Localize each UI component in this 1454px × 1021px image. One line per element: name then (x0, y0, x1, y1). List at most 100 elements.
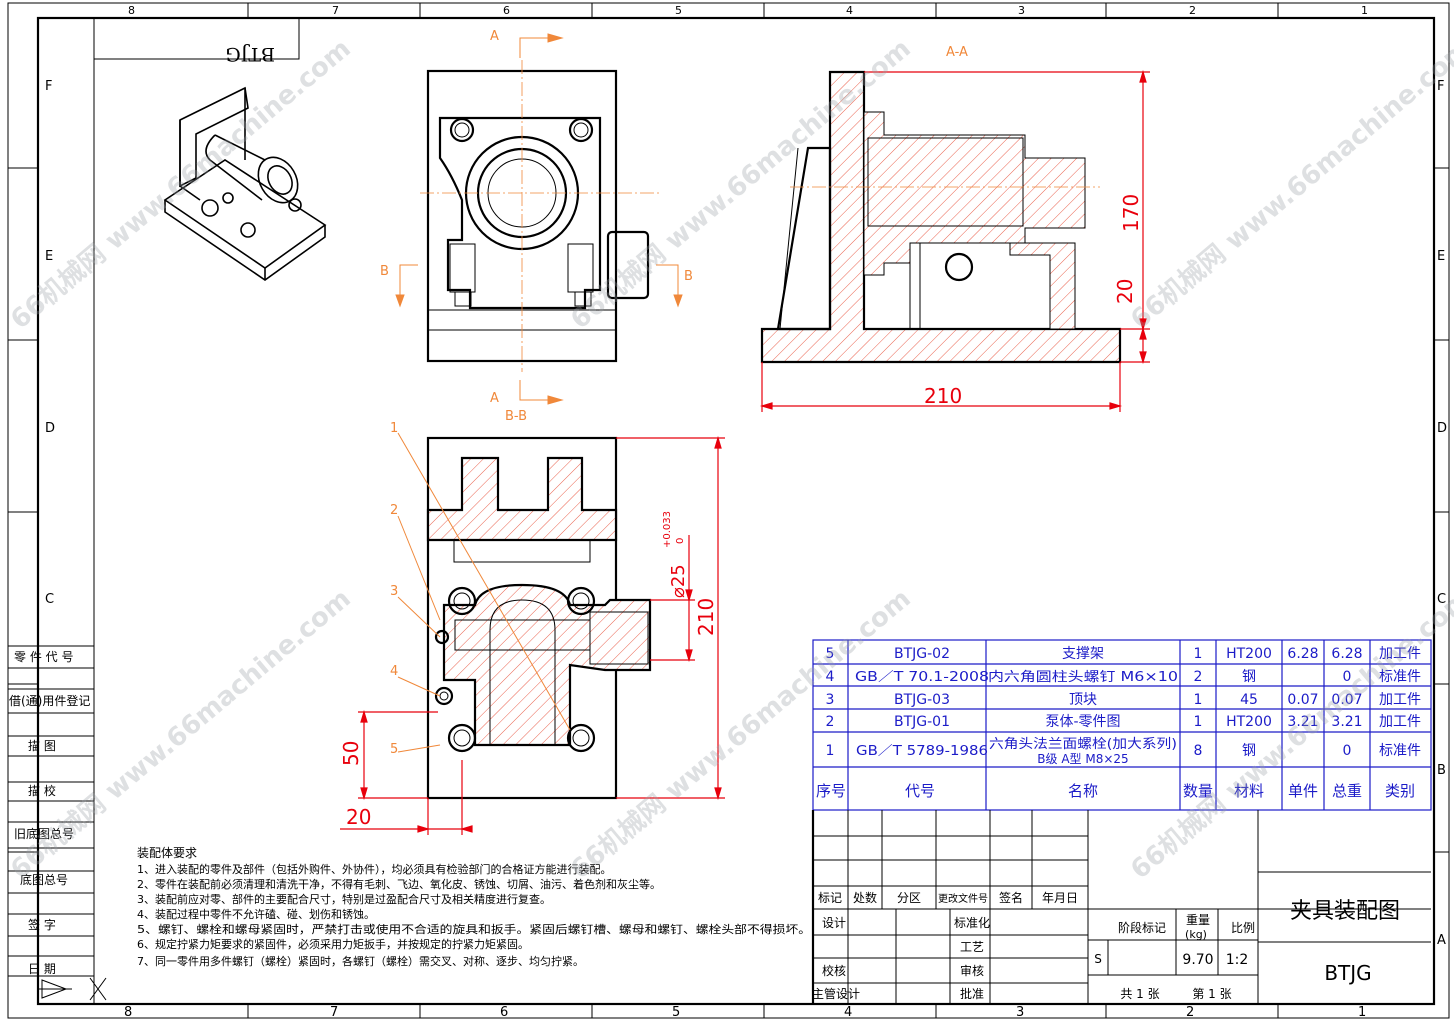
bom-row-5-type: 加工件 (1379, 646, 1421, 662)
rev-head-zone: 分区 (897, 891, 921, 905)
bom-row-3-no: 3 (826, 692, 835, 708)
bom-row-2-name: 泵体-零件图 (1045, 714, 1120, 730)
mirrored-code-box: BTJG (93, 17, 300, 65)
section-a-bottom-label: A (490, 391, 499, 406)
col-marker-2-bottom: 2 (1186, 1005, 1194, 1020)
tech-req-line-3: 3、装配前应对零、部件的主要配合尺寸，特别是过盈配合尺寸及相关精度进行复查。 (137, 892, 551, 906)
bom-row-2-qty: 1 (1194, 714, 1203, 730)
section-aa-title: A-A (946, 45, 968, 60)
bom-row-3-code: BTJG-03 (894, 692, 950, 708)
section-b-right-label: B (684, 269, 693, 284)
bom-row-5-code: BTJG-02 (894, 646, 950, 662)
side-row-part-code: 零 件 代 号 (14, 650, 73, 664)
bom-row-3-type: 加工件 (1379, 692, 1421, 708)
bom-row-5-unit: 6.28 (1287, 646, 1318, 662)
col-marker-8-top: 8 (128, 4, 135, 17)
col-marker-1-top: 1 (1361, 4, 1368, 17)
row-marker-c-right: C (1437, 592, 1446, 607)
dim-height-210-bb: 210 (694, 598, 718, 636)
col-marker-5-bottom: 5 (672, 1005, 680, 1020)
row-marker-f-right: F (1437, 79, 1444, 94)
tb-design: 设计 (822, 916, 846, 930)
projection-symbol (38, 977, 107, 1001)
tech-req-line-5: 5、螺钉、螺栓和螺母紧固时，严禁打击或使用不合适的旋具和扳手。紧固后螺钉槽、螺母… (137, 922, 811, 936)
row-marker-d-left: D (45, 421, 55, 436)
bom-row-4-type: 标准件 (1379, 669, 1421, 685)
drawing-frame: 8 7 6 5 4 3 2 1 8 7 6 5 4 3 2 1 F E D C … (7, 2, 1450, 1020)
row-marker-b-right: B (1437, 763, 1446, 778)
rev-head-count: 处数 (853, 890, 877, 905)
section-aa-view (760, 70, 1122, 364)
bom-row-1-total: 0 (1343, 743, 1352, 759)
dim-height-50: 50 (339, 741, 363, 766)
bom-row-5-no: 5 (826, 646, 835, 662)
bom-row-3-total: 0.07 (1331, 692, 1362, 708)
col-marker-3-bottom: 3 (1016, 1005, 1024, 1020)
bom-row-5-qty: 1 (1194, 646, 1203, 662)
bom-header-type: 类别 (1385, 782, 1415, 800)
tb-sheets-total: 共 1 张 (1120, 987, 1159, 1001)
rev-head-mark: 标记 (818, 891, 842, 905)
bb-dimensions (340, 435, 725, 835)
watermarks: 66机械网 www.66machine.com 66机械网 www.66mach… (5, 34, 1454, 886)
side-record-table: 零 件 代 号 借(通)用件登记 描 图 描 校 旧底图总号 底图总号 签 字 … (7, 18, 107, 1004)
bom-row-2-total: 3.21 (1331, 714, 1362, 730)
side-row-old-base: 旧底图总号 (14, 826, 74, 841)
bom-row-4-total: 0 (1343, 669, 1352, 685)
bom-row-3-name: 顶块 (1069, 692, 1097, 708)
balloon-5: 5 (390, 742, 398, 757)
balloon-3: 3 (390, 584, 398, 599)
bom-row-1-mat: 钢 (1242, 743, 1256, 759)
tb-stage-value: S (1094, 952, 1102, 966)
section-b-left-label: B (380, 264, 389, 279)
side-row-base-no: 底图总号 (20, 872, 68, 887)
bom-row-1-qty: 8 (1194, 743, 1203, 759)
bom-row-1-type: 标准件 (1379, 743, 1421, 759)
col-marker-7-top: 7 (332, 4, 339, 17)
tb-process: 工艺 (960, 940, 984, 954)
bom-row-4-mat: 钢 (1242, 669, 1256, 685)
tech-req-line-4: 4、装配过程中零件不允许磕、碰、划伤和锈蚀。 (137, 907, 375, 921)
bom-row-2-type: 加工件 (1379, 714, 1421, 730)
side-row-signature: 签 字 (28, 917, 56, 932)
dim-tolerance-lower: 0 (675, 538, 686, 544)
bom-row-2-mat: HT200 (1226, 714, 1272, 730)
dim-height-20: 20 (1113, 279, 1137, 304)
rev-head-sign: 签名 (999, 890, 1023, 905)
col-marker-7-bottom: 7 (330, 1005, 338, 1020)
tb-weight: 重量 (1186, 913, 1210, 927)
bom-row-1-code: GB／T 5789-1986 (856, 744, 988, 759)
bom-row-4-no: 4 (826, 669, 835, 685)
bom-header-qty: 数量 (1183, 782, 1213, 800)
side-row-trace: 描 图 (28, 739, 56, 753)
row-marker-e-right: E (1437, 249, 1445, 264)
watermark-4: 66机械网 www.66machine.com (5, 584, 356, 886)
bom-header-total: 总重 (1332, 782, 1362, 800)
dim-width-20: 20 (346, 805, 371, 829)
tb-check: 校核 (822, 963, 846, 978)
tb-weight-unit: (kg) (1185, 928, 1207, 941)
balloon-1: 1 (390, 421, 398, 436)
mirrored-code: BTJG (226, 43, 275, 65)
rev-head-doc: 更改文件号 (938, 892, 988, 905)
section-a-top-label: A (490, 29, 499, 44)
bom-row-4-name: 内六角圆柱头螺钉 M6×10 (988, 669, 1178, 685)
tb-approve: 批准 (960, 986, 984, 1001)
tb-stage: 阶段标记 (1118, 920, 1166, 935)
bom-row-1-name-line2: B级 A型 M8×25 (1037, 752, 1128, 766)
tb-weight-value: 9.70 (1182, 952, 1213, 968)
bom-row-2-unit: 3.21 (1287, 714, 1318, 730)
bom-row-5-total: 6.28 (1331, 646, 1362, 662)
balloon-2: 2 (390, 503, 398, 518)
tech-req-line-2: 2、零件在装配前必须清理和清洗干净，不得有毛刺、飞边、氧化皮、锈蚀、切屑、油污、… (137, 877, 661, 891)
side-row-date: 日 期 (28, 962, 56, 976)
front-view (420, 60, 660, 372)
watermark-6: 66机械网 www.66machine.com (1125, 584, 1454, 886)
dim-width-210-aa: 210 (924, 384, 962, 408)
side-row-borrowed: 借(通)用件登记 (9, 693, 90, 708)
bom-row-3-qty: 1 (1194, 692, 1203, 708)
tb-scale-value: 1:2 (1226, 952, 1249, 968)
row-marker-e-left: E (45, 249, 53, 264)
col-marker-6-top: 6 (503, 4, 510, 17)
